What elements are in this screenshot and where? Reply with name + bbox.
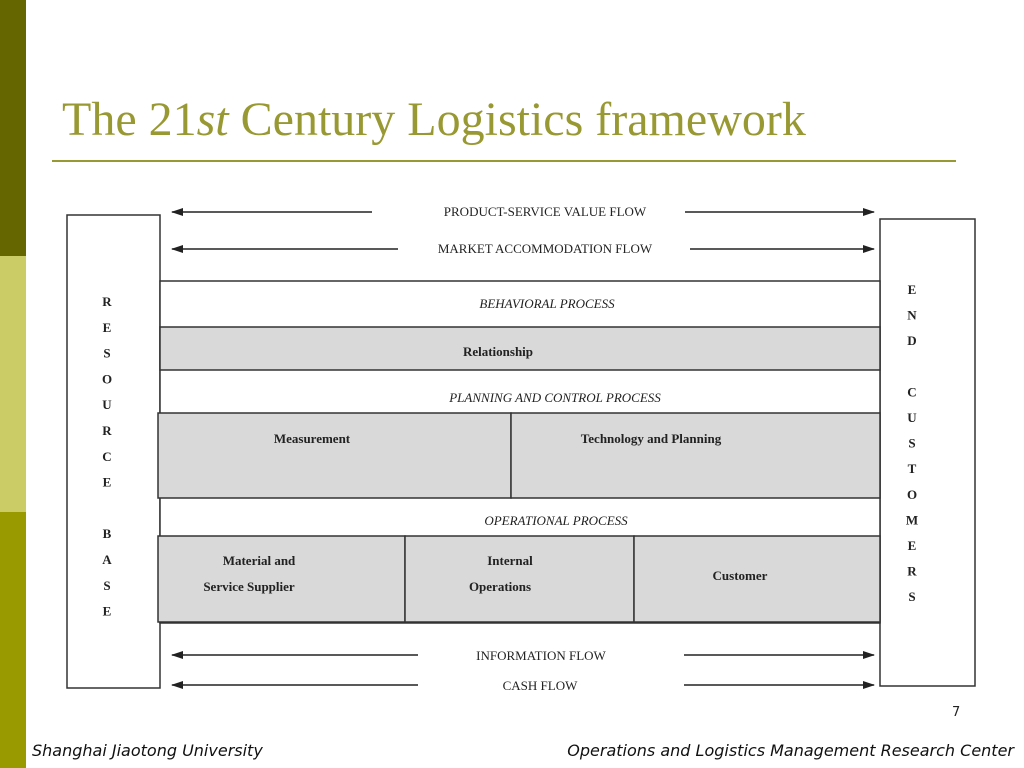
end-customers-letter: S [908, 436, 915, 451]
page-number: 7 [952, 705, 961, 720]
flow-label-cash: CASH FLOW [503, 678, 578, 693]
resource-base-letter: R [102, 294, 112, 309]
resource-base-box [66, 214, 161, 689]
sidebar-block-light [0, 256, 26, 512]
resource-base-letter: E [103, 604, 112, 619]
resource-base-letter: B [103, 526, 112, 541]
title-suffix: Century Logistics framework [228, 93, 806, 146]
resource-base-letter: R [102, 423, 112, 438]
end-customers-letter: D [907, 333, 916, 348]
internal-label-line1: Internal [487, 553, 533, 568]
end-customers-letter: S [908, 589, 915, 604]
title-prefix: The 21 [62, 93, 197, 146]
material-label-line2: Service Supplier [203, 579, 295, 594]
measurement-box [157, 412, 512, 499]
technology-box [510, 412, 881, 499]
flow-product-service: PRODUCT-SERVICE VALUE FLOW [171, 204, 875, 219]
sidebar-stripe [0, 0, 26, 768]
planning-process-label: PLANNING AND CONTROL PROCESS [448, 390, 661, 405]
end-customers-letter: E [908, 282, 917, 297]
end-customers-letter: U [907, 410, 917, 425]
relationship-box [159, 326, 881, 371]
flow-label-information: INFORMATION FLOW [476, 648, 606, 663]
end-customers-box [879, 218, 976, 687]
technology-label: Technology and Planning [581, 431, 722, 446]
resource-base-letter: C [102, 449, 111, 464]
end-customers-letter: M [906, 512, 918, 527]
internal-label-line2: Operations [469, 579, 531, 594]
title-superscript: st [196, 93, 229, 146]
resource-base-letter: U [102, 397, 112, 412]
customer-label: Customer [713, 568, 768, 583]
flow-information: INFORMATION FLOW [171, 648, 875, 663]
footer-research-center: Operations and Logistics Management Rese… [567, 741, 1014, 760]
sidebar-block-dark [0, 0, 26, 256]
end-customers-letter: T [908, 461, 917, 476]
resource-base-letter: E [103, 475, 112, 490]
flow-label-product-service: PRODUCT-SERVICE VALUE FLOW [444, 204, 647, 219]
flow-label-market-accommodation: MARKET ACCOMMODATION FLOW [438, 241, 653, 256]
material-label-line1: Material and [223, 553, 296, 568]
resource-base-letter: O [102, 371, 112, 386]
end-customers-letter: C [907, 384, 916, 399]
resource-base-letter: S [103, 346, 110, 361]
flow-cash: CASH FLOW [171, 678, 875, 693]
flow-market-accommodation: MARKET ACCOMMODATION FLOW [171, 241, 875, 256]
customer-box [633, 535, 881, 623]
resource-base-letter: E [103, 320, 112, 335]
operational-process-label: OPERATIONAL PROCESS [484, 513, 628, 528]
footer-university: Shanghai Jiaotong University [32, 741, 263, 760]
title-underline [52, 160, 956, 162]
page-title: The 21st Century Logistics framework [62, 92, 806, 147]
end-customers-letter: R [907, 564, 917, 579]
behavioral-process-label: BEHAVIORAL PROCESS [479, 296, 615, 311]
resource-base-letter: S [103, 578, 110, 593]
end-customers-letter: N [907, 308, 917, 323]
relationship-label: Relationship [463, 344, 533, 359]
resource-base-letter: A [102, 552, 112, 567]
end-customers-letter: O [907, 487, 917, 502]
measurement-label: Measurement [274, 431, 351, 446]
sidebar-block-mid [0, 512, 26, 768]
material-supplier-box [157, 535, 406, 623]
end-customers-letter: E [908, 538, 917, 553]
